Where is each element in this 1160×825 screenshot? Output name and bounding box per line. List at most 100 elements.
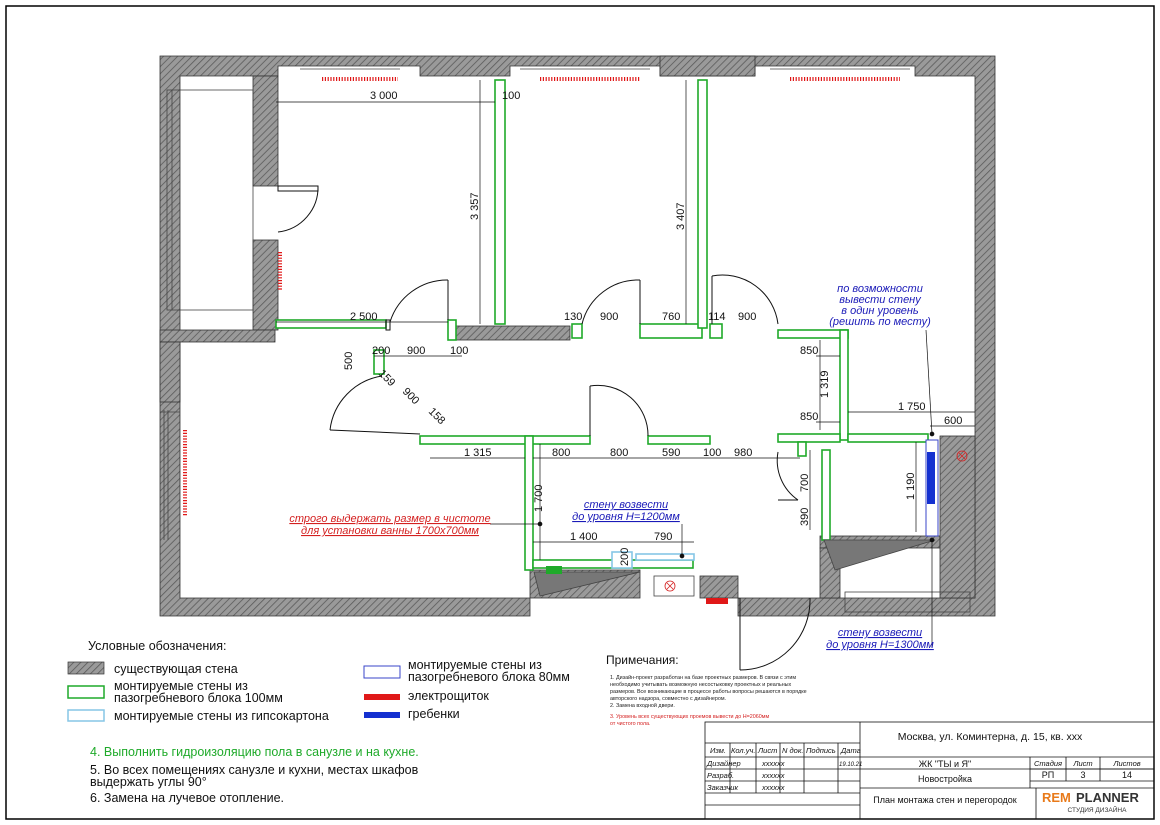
sheets-value: 14	[1122, 770, 1132, 780]
logo-sub: СТУДИЯ ДИЗАЙНА	[1068, 805, 1128, 814]
dim-label: 850	[800, 411, 818, 423]
project-name: ЖК "ТЫ и Я"	[919, 759, 971, 769]
dim-label: 760	[662, 311, 680, 323]
sheet-frame	[5, 5, 1155, 820]
dim-label: 700	[799, 474, 811, 492]
notes-title: Примечания:	[606, 653, 679, 667]
dim-label: 900	[400, 386, 421, 407]
svg-text:19.10.21: 19.10.21	[839, 762, 862, 768]
svg-text:до уровня Н=1200мм: до уровня Н=1200мм	[572, 511, 680, 523]
svg-text:до уровня Н=1300мм: до уровня Н=1300мм	[826, 639, 934, 651]
svg-text:вывести стену: вывести стену	[839, 294, 922, 306]
project-type: Новостройка	[918, 774, 972, 784]
radiators	[183, 77, 900, 516]
dim-label: 100	[502, 90, 520, 102]
svg-text:выдержать углы 90°: выдержать углы 90°	[90, 775, 207, 789]
svg-text:Лист: Лист	[757, 746, 777, 755]
dim-label: 158	[426, 406, 447, 427]
dim-label: 3 407	[675, 202, 687, 230]
svg-text:xxxxxx: xxxxxx	[761, 771, 785, 780]
dim-label: 900	[738, 311, 756, 323]
svg-text:xxxxxx: xxxxxx	[761, 783, 785, 792]
legend-gypsum-label: монтируемые стены из гипсокартона	[114, 709, 329, 723]
svg-text:Кол.уч.: Кол.уч.	[731, 746, 755, 755]
svg-text:Стадия: Стадия	[1034, 759, 1062, 768]
legend-panel-label: электрощиток	[408, 689, 489, 703]
legend-existing-label: существующая стена	[114, 662, 238, 676]
fixtures	[533, 450, 968, 597]
gypsum-walls	[611, 551, 695, 569]
svg-text:1. Дизайн-проект разработан на: 1. Дизайн-проект разработан на базе прое…	[610, 674, 796, 681]
svg-text:строго выдержать размер в чист: строго выдержать размер в чистоте	[289, 513, 490, 525]
svg-text:Заказчик: Заказчик	[707, 783, 738, 792]
dim-label: 980	[734, 447, 752, 459]
legend-manifold-label: гребенки	[408, 707, 460, 721]
logo-rem: REM	[1042, 790, 1071, 805]
instruction-4: 4. Выполнить гидроизоляцию пола в санузл…	[90, 745, 419, 759]
dim-label: 850	[800, 345, 818, 357]
svg-text:Изм.: Изм.	[710, 746, 726, 755]
dim-label: 390	[799, 508, 811, 526]
dim-label: 1 400	[570, 531, 598, 543]
svg-text:необходимо учитывать возможную: необходимо учитывать возможную несостыко…	[610, 682, 792, 688]
dim-label: 900	[407, 345, 425, 357]
dim-label: 100	[450, 345, 468, 357]
electric-panel	[706, 598, 728, 604]
sheet-value: 3	[1080, 770, 1085, 780]
svg-text:пазогребневого блока 100мм: пазогребневого блока 100мм	[114, 691, 283, 705]
svg-text:в один уровень: в один уровень	[841, 305, 919, 317]
balcony	[160, 68, 971, 613]
dim-label: 590	[662, 447, 680, 459]
svg-text:по возможности: по возможности	[837, 283, 923, 295]
callout-bath-size: строго выдержать размер в чистоте для ус…	[289, 513, 490, 537]
legend: Условные обозначения: существующая стена…	[67, 639, 570, 723]
svg-text:xxxxxx: xxxxxx	[761, 759, 785, 768]
legend-block80-swatch	[363, 665, 401, 679]
dim-label: 2 500	[350, 311, 378, 323]
doors	[277, 185, 811, 671]
svg-text:2. Замена входной двери.: 2. Замена входной двери.	[610, 702, 675, 709]
svg-text:размеров. Все возникающие в пр: размеров. Все возникающие в процессе раб…	[610, 689, 807, 695]
legend-gypsum-swatch	[67, 709, 105, 722]
svg-text:стену возвести: стену возвести	[584, 499, 668, 511]
dim-label: 200	[619, 548, 631, 566]
svg-text:N док.: N док.	[782, 746, 803, 755]
stage-value: РП	[1042, 770, 1054, 780]
legend-block80-label: монтируемые стены из	[408, 658, 542, 672]
legend-title: Условные обозначения:	[88, 639, 227, 653]
dim-label: 1 319	[819, 370, 831, 398]
legend-block100-swatch	[67, 685, 105, 699]
svg-text:стену возвести: стену возвести	[838, 627, 922, 639]
logo-planner: PLANNER	[1076, 790, 1139, 805]
svg-text:Дата: Дата	[840, 746, 861, 755]
legend-panel-swatch	[364, 694, 400, 700]
dim-label: 200	[372, 345, 390, 357]
notes: Примечания: 1. Дизайн-проект разработан …	[606, 653, 807, 727]
dim-label: 800	[610, 447, 628, 459]
instruction-6: 6. Замена на лучевое отопление.	[90, 791, 284, 805]
dim-label: 900	[600, 311, 618, 323]
svg-text:для установки ванны 1700х700мм: для установки ванны 1700х700мм	[301, 525, 479, 537]
dim-label: 114	[708, 311, 726, 323]
dim-label: 1 700	[533, 484, 545, 512]
callout-level-wall: по возможности вывести стену в один уров…	[829, 283, 931, 328]
instructions: 4. Выполнить гидроизоляцию пола в санузл…	[90, 745, 419, 805]
svg-text:от чистого пола.: от чистого пола.	[610, 721, 651, 727]
title-block	[704, 721, 1155, 820]
svg-text:Дизайнер: Дизайнер	[706, 759, 741, 768]
svg-text:(решить по месту): (решить по месту)	[829, 316, 931, 328]
legend-block100-label: монтируемые стены из	[114, 679, 248, 693]
callout-wall-1300: стену возвести до уровня Н=1300мм	[826, 627, 934, 651]
svg-text:авторского надзора, совместно: авторского надзора, совместно с дизайнер…	[610, 695, 726, 702]
dim-label: 3 000	[370, 90, 398, 102]
dim-label: 600	[944, 415, 962, 427]
svg-text:Лист: Лист	[1072, 759, 1092, 768]
dim-label: 500	[343, 352, 355, 370]
instruction-5: 5. Во всех помещениях санузле и кухни, м…	[90, 763, 419, 777]
svg-text:Листов: Листов	[1112, 759, 1140, 768]
sheet-title: План монтажа стен и перегородок	[873, 795, 1016, 805]
dim-label: 3 357	[469, 192, 481, 220]
title-block-text: Москва, ул. Коминтерна, д. 15, кв. xxx И…	[706, 731, 1141, 814]
svg-text:Подпись: Подпись	[806, 746, 836, 755]
